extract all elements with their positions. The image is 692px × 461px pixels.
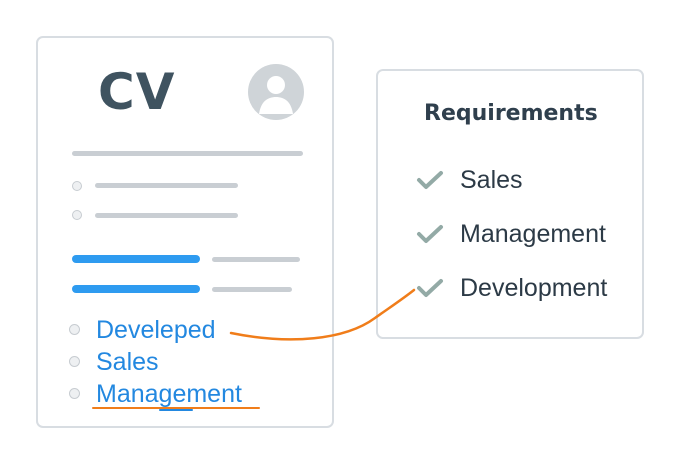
- cv-skill-item: Management: [66, 378, 242, 410]
- placeholder-line: [95, 183, 238, 188]
- cv-skill-list: Develeped Sales Management: [66, 314, 242, 410]
- placeholder-line: [212, 287, 292, 292]
- highlight-bar: [72, 285, 200, 293]
- check-icon: [417, 171, 443, 189]
- check-icon: [417, 279, 443, 297]
- bullet-icon: [69, 324, 80, 335]
- cv-skill-label: Sales: [96, 348, 159, 376]
- cv-title: CV: [98, 63, 176, 121]
- cv-skill-item: Develeped: [66, 314, 242, 346]
- requirement-item: Sales: [416, 163, 607, 217]
- requirements-title: Requirements: [424, 101, 598, 126]
- avatar-icon: [248, 64, 304, 120]
- bullet-icon: [72, 210, 82, 220]
- highlight-bar: [72, 255, 200, 263]
- requirement-label: Sales: [460, 166, 523, 194]
- requirements-list: Sales Management Development: [416, 163, 607, 325]
- requirement-label: Management: [460, 220, 606, 248]
- requirements-card: Requirements Sales Management Developmen…: [376, 69, 644, 339]
- requirement-item: Development: [416, 271, 607, 325]
- cv-skill-item: Sales: [66, 346, 242, 378]
- cv-skill-label: Management: [96, 380, 242, 408]
- placeholder-line-heading: [72, 151, 303, 156]
- requirement-item: Management: [416, 217, 607, 271]
- bullet-icon: [69, 388, 80, 399]
- bullet-icon: [69, 356, 80, 367]
- cv-skill-label: Develeped: [96, 316, 216, 344]
- placeholder-line: [212, 257, 300, 262]
- requirement-label: Development: [460, 274, 608, 302]
- placeholder-line: [95, 213, 238, 218]
- cv-card: CV Develeped Sales Management: [36, 36, 334, 428]
- check-icon: [417, 225, 443, 243]
- bullet-icon: [72, 181, 82, 191]
